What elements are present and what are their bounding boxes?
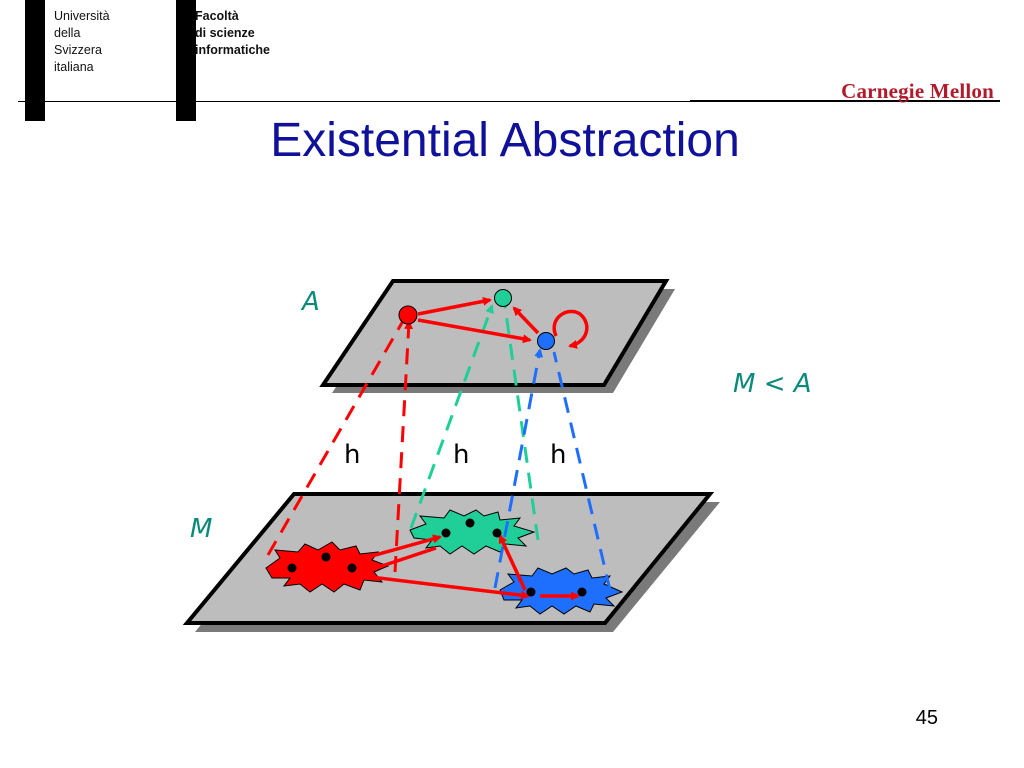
faculty-line: di scienze bbox=[195, 26, 255, 40]
blue-state-cluster bbox=[499, 567, 624, 615]
concrete-state-dot bbox=[347, 563, 357, 573]
left-logo-bar bbox=[25, 0, 45, 121]
slide-title: Existential Abstraction bbox=[270, 114, 740, 167]
concrete-state-dot bbox=[465, 518, 475, 528]
label-relation: M < A bbox=[733, 369, 812, 399]
faculty-line: informatiche bbox=[195, 43, 271, 57]
concrete-state-dot bbox=[492, 528, 502, 538]
h-mapping-green-1 bbox=[409, 304, 494, 529]
mapping-label-h: h bbox=[344, 440, 360, 470]
h-mapping-red-2 bbox=[393, 320, 414, 573]
concrete-state-dot bbox=[577, 587, 587, 597]
label-concrete: M bbox=[190, 514, 212, 544]
h-mapping-blue-2 bbox=[552, 351, 612, 591]
concrete-transition-blue-to-green bbox=[498, 534, 527, 591]
concrete-state-dot bbox=[441, 528, 451, 538]
abstract-state-green bbox=[494, 289, 512, 307]
h-mapping-red-1 bbox=[266, 320, 405, 556]
h-mapping-blue-1 bbox=[493, 348, 544, 589]
university-line: Università bbox=[54, 9, 110, 23]
concrete-transition-red-to-green-1 bbox=[371, 534, 442, 558]
faculty-name: Facoltà di scienze informatiche bbox=[195, 8, 270, 59]
abstract-transition-red-to-blue bbox=[417, 318, 532, 344]
cmu-logo: Carnegie Mellon bbox=[841, 79, 994, 103]
label-abstract: A bbox=[300, 287, 320, 317]
university-line: Svizzera bbox=[54, 43, 102, 57]
abstract-transition-blue-to-green bbox=[512, 306, 540, 335]
university-line: italiana bbox=[54, 60, 94, 74]
red-state-cluster bbox=[265, 541, 390, 593]
concrete-state-dot bbox=[287, 563, 297, 573]
abstract-state-blue bbox=[537, 332, 555, 350]
mapping-label-h: h bbox=[453, 440, 469, 470]
concrete-transition-red-to-green-2 bbox=[381, 546, 437, 568]
concrete-transition-red-to-blue bbox=[353, 573, 530, 600]
concrete-state-dot bbox=[321, 552, 331, 562]
abstract-state-red bbox=[398, 305, 418, 325]
university-line: della bbox=[54, 26, 81, 40]
header-rule-right bbox=[690, 100, 1000, 102]
h-mapping-green-2 bbox=[503, 305, 540, 541]
header-rule-left bbox=[18, 101, 690, 102]
concrete-state-dot bbox=[526, 587, 536, 597]
middle-logo-bar bbox=[176, 0, 196, 121]
abstract-self-loop-blue bbox=[552, 309, 589, 349]
abstract-transition-red-to-green bbox=[417, 296, 492, 316]
faculty-line: Facoltà bbox=[195, 9, 239, 23]
page-number: 45 bbox=[915, 707, 938, 729]
university-name: Università della Svizzera italiana bbox=[54, 8, 110, 76]
mapping-label-h: h bbox=[550, 440, 566, 470]
